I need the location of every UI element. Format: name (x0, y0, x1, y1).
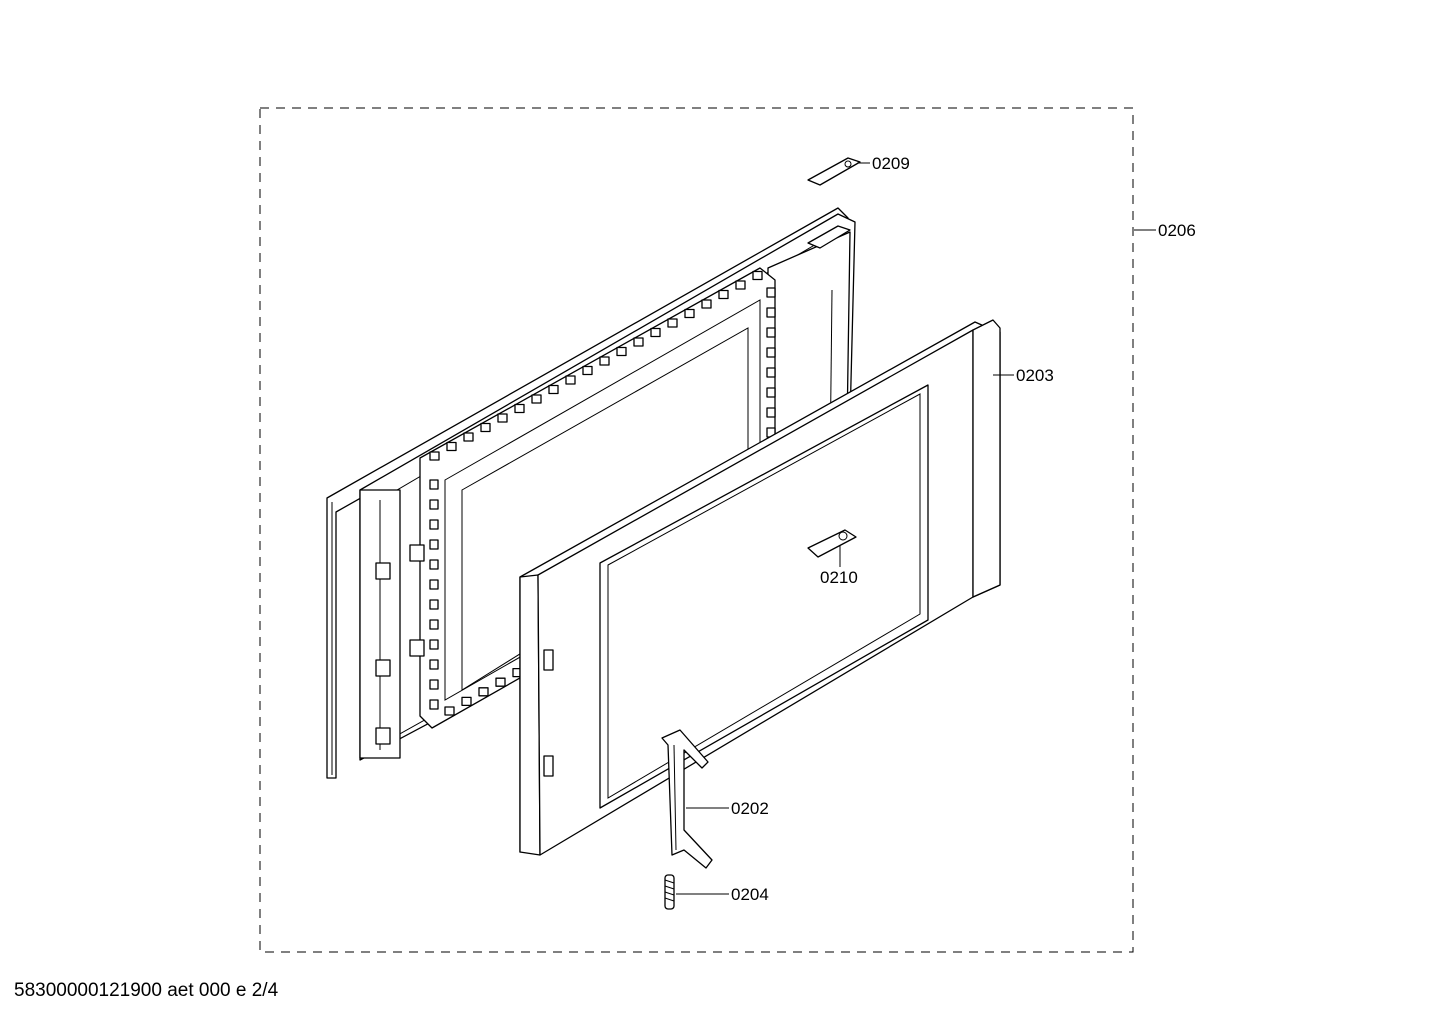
frame-tab (766, 387, 776, 398)
frame-tab (667, 318, 678, 328)
door-latch (661, 729, 713, 869)
frame-tab (650, 327, 661, 338)
outer-door-panel (519, 319, 1001, 856)
frame-tab (766, 367, 776, 378)
frame-tab (718, 289, 729, 300)
frame-tab (429, 579, 439, 590)
frame-tab (766, 287, 776, 298)
frame-tab (531, 394, 542, 404)
frame-tab (701, 299, 712, 309)
frame-tab (446, 441, 457, 452)
frame-tab (752, 270, 763, 281)
frame-tab (495, 677, 506, 687)
latch-spring (664, 874, 675, 910)
frame-tab (766, 407, 776, 418)
part-label-0209: 0209 (872, 154, 910, 173)
frame-tab (461, 696, 472, 707)
part-label-0210: 0210 (820, 568, 858, 587)
frame-tab (429, 659, 439, 670)
frame-tab (599, 356, 610, 366)
frame-tab (582, 365, 593, 376)
frame-tab (478, 687, 489, 697)
frame-tab (565, 375, 576, 385)
frame-tab (463, 432, 474, 442)
frame-tab (429, 539, 439, 550)
frame-tab (429, 519, 439, 530)
frame-tab (766, 327, 776, 338)
frame-tab (735, 280, 746, 290)
frame-tab (497, 413, 508, 423)
part-label-0206: 0206 (1158, 221, 1196, 240)
frame-tab (429, 499, 439, 510)
frame-tab (514, 403, 525, 414)
frame-tab (766, 347, 776, 358)
document-reference-footer: 58300000121900 aet 000 e 2/4 (14, 980, 279, 1001)
frame-tab (429, 619, 439, 630)
frame-tab (429, 451, 440, 461)
frame-tab (429, 599, 439, 610)
frame-tab (429, 639, 439, 650)
frame-tab (444, 706, 455, 716)
frame-tab (548, 384, 559, 395)
frame-tab (684, 308, 695, 319)
hinge-bottom (807, 529, 857, 558)
part-label-0203: 0203 (1016, 366, 1054, 385)
frame-tab (766, 307, 776, 318)
frame-tab (429, 699, 439, 710)
frame-tab (633, 337, 644, 347)
part-label-0202: 0202 (731, 799, 769, 818)
assembly-boundary (259, 107, 1134, 953)
part-label-0204: 0204 (731, 885, 769, 904)
frame-tab (429, 559, 439, 570)
frame-tab (616, 346, 627, 357)
frame-tab (429, 679, 439, 690)
frame-tab (480, 422, 491, 433)
frame-tab (429, 479, 439, 490)
hinge-top (807, 157, 861, 186)
